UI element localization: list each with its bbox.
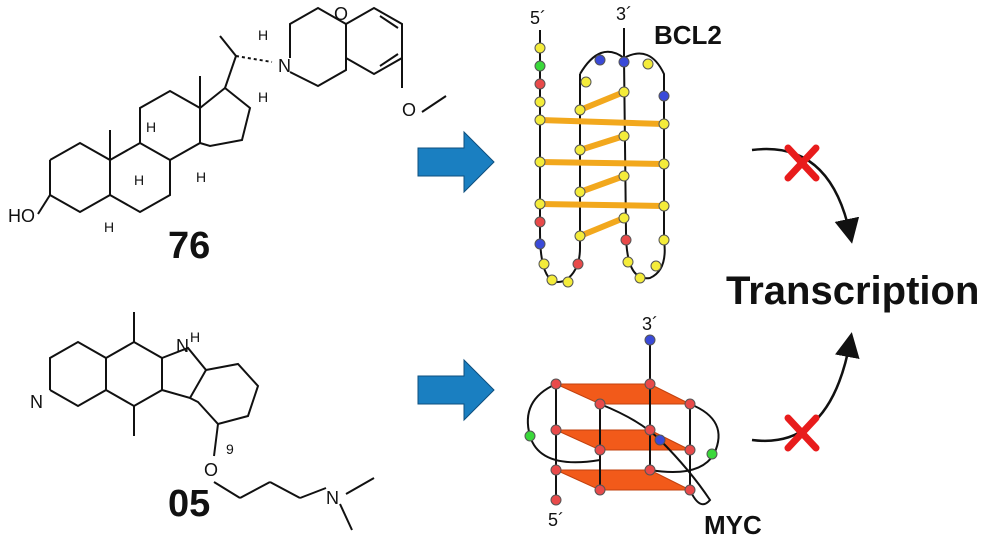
- atom-n: N: [278, 56, 291, 76]
- atom-h1: H: [146, 119, 156, 135]
- atom-h3: H: [196, 169, 206, 185]
- bcl2-label: BCL2: [654, 20, 722, 50]
- atom-o: O: [204, 460, 218, 480]
- compound-76-label: 76: [168, 225, 210, 267]
- atom-ho: HO: [8, 206, 35, 226]
- transcription-label: Transcription: [726, 269, 979, 313]
- compound-76-structure: HO H H H H H H N O O 76: [8, 4, 447, 267]
- tetrad-planes: [555, 383, 691, 491]
- bcl2-3prime-label: 3´: [616, 4, 632, 24]
- atom-h4: H: [104, 219, 114, 235]
- tetrad-bars: [539, 89, 665, 239]
- atom-h2: H: [134, 172, 144, 188]
- arrow-right-icon-bottom: [417, 358, 495, 422]
- bcl2-5prime-label: 5´: [530, 8, 546, 28]
- myc-quadruplex: 3´ 5´ MYC: [524, 314, 762, 539]
- bcl2-quadruplex: 5´ 3´ BCL2: [530, 4, 722, 288]
- myc-nucleotides: [524, 334, 718, 506]
- cross-icon-bottom: [784, 414, 820, 452]
- atom-n-pyridine: N: [30, 392, 43, 412]
- atom-n-amine: N: [326, 488, 339, 508]
- atom-h5: H: [258, 27, 268, 43]
- myc-5prime-label: 5´: [548, 510, 564, 530]
- atom-o2: O: [402, 100, 416, 120]
- atom-h6: H: [258, 89, 268, 105]
- inhibition-arrow-bottom: [751, 332, 860, 443]
- arrow-right-icon-top: [417, 130, 495, 194]
- atom-nh: H: [190, 329, 200, 345]
- cross-icon-top: [784, 144, 820, 182]
- compound-05-structure: H N N O 9 N 05: [30, 312, 375, 531]
- bcl2-nucleotides: [534, 42, 670, 288]
- inhibition-arrow-top: [751, 147, 860, 244]
- compound-05-label: 05: [168, 483, 210, 525]
- myc-label: MYC: [704, 510, 762, 539]
- position-9-label: 9: [226, 441, 234, 457]
- atom-n-indole: N: [176, 336, 189, 356]
- myc-3prime-label: 3´: [642, 314, 658, 334]
- atom-o1: O: [334, 4, 348, 24]
